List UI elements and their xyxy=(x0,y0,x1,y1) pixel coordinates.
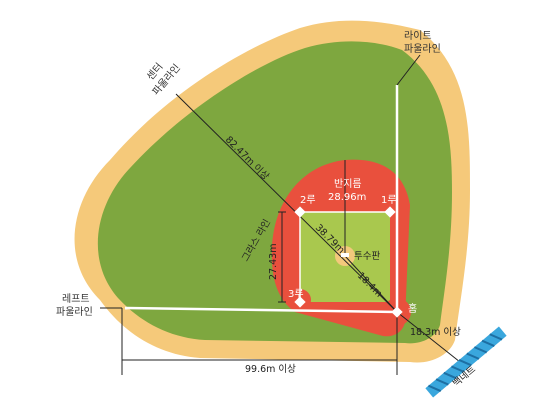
third-base xyxy=(294,296,306,308)
backstop-line xyxy=(396,311,461,363)
backstop-distance-label: 18.3m 이상 xyxy=(410,327,461,338)
second-base xyxy=(294,206,306,218)
center-distance-line xyxy=(175,93,398,313)
radius-value: 28.96m xyxy=(328,192,366,203)
radius-label: 반지름 xyxy=(334,178,362,190)
left-foul-line xyxy=(124,306,398,314)
right-foul-label-2: 파울라인 xyxy=(404,43,441,55)
left-foul-label-1: 레프트 xyxy=(62,293,90,305)
base-distance-label: 27.43m xyxy=(268,244,279,280)
pitch-line xyxy=(344,255,398,313)
first-base xyxy=(384,206,396,218)
home-plate xyxy=(391,306,403,318)
right-foul-leader xyxy=(396,54,421,86)
first-base-label: 1루 xyxy=(381,194,397,206)
pitcher-plate-label: 투수판 xyxy=(354,251,380,262)
left-foul-label-2: 파울라인 xyxy=(56,306,93,318)
second-base-label: 2루 xyxy=(300,194,316,206)
right-foul-label-1: 라이트 xyxy=(404,30,432,42)
pitcher-plate xyxy=(341,253,349,257)
home-label: 홈 xyxy=(408,302,417,315)
foul-distance-label: 99.6m 이상 xyxy=(245,364,296,375)
backnet xyxy=(425,326,507,398)
third-base-label: 3루 xyxy=(288,288,304,300)
